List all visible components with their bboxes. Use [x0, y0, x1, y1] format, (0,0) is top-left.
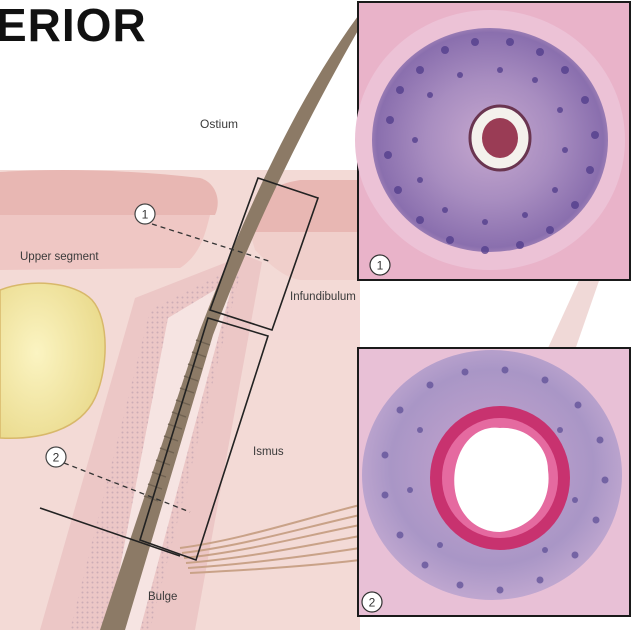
label-ostium: Ostium [200, 117, 238, 131]
inset-2-micrograph [358, 348, 630, 616]
epidermis-left [0, 170, 218, 215]
label-bulge: Bulge [148, 591, 177, 603]
connector-upper [548, 278, 600, 350]
inset-1-micrograph [355, 2, 630, 280]
marker-1-label: 1 [142, 208, 149, 222]
label-isthmus: Ismus [253, 446, 284, 458]
marker-2-label: 2 [53, 451, 60, 465]
label-upper-segment: Upper segment [20, 251, 99, 263]
inset-1-number: 1 [377, 259, 384, 273]
right-pink-strip [240, 300, 360, 340]
inset-2-number: 2 [369, 596, 376, 610]
label-infundibulum: Infundibulum [290, 291, 356, 303]
